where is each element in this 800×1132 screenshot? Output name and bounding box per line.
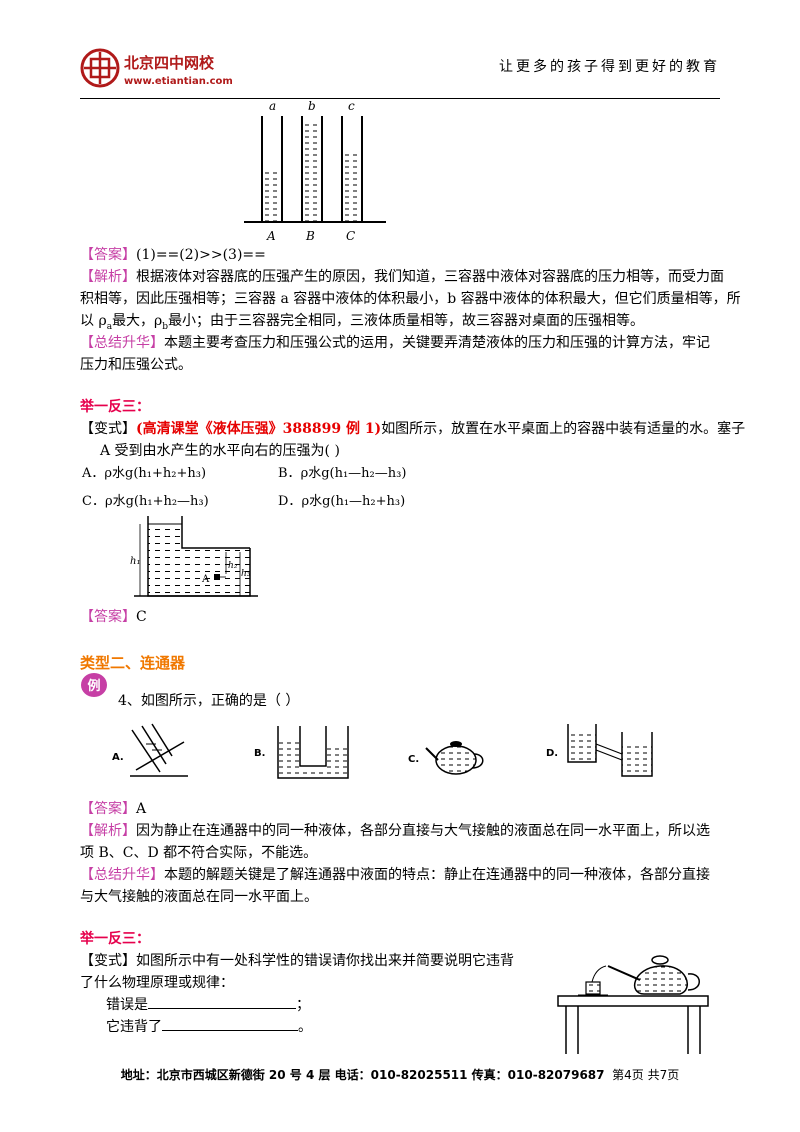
type2-heading: 类型二、连通器 xyxy=(80,654,186,672)
variant3-heading: 举一反三： xyxy=(80,399,150,415)
option-d: D．ρ水g(h₁—h₂+h₃) xyxy=(278,494,406,509)
q4-summary-1: 【总结升华】本题的解题关键是了解连通器中液面的特点：静止在连通器中的同一种液体，… xyxy=(80,867,710,883)
variant4-heading: 举一反三： xyxy=(80,931,150,947)
q3-summary-2: 压力和压强公式。 xyxy=(80,357,192,373)
school-logo: 北京四中网校 www.etiantian.com xyxy=(80,48,280,98)
tube-label-c: c xyxy=(348,99,355,113)
svg-text:C.: C. xyxy=(408,754,419,765)
label-h3: h₃ xyxy=(241,569,251,579)
tube-label-a: a xyxy=(269,99,276,113)
q4-answer: 【答案】A xyxy=(80,801,147,817)
q4-figure-b: B. xyxy=(254,726,349,779)
label-plug-A: A xyxy=(201,574,210,585)
option-c: C．ρ水g(h₁+h₂—h₃) xyxy=(82,494,209,509)
label-h2: h₂ xyxy=(228,561,238,571)
page-footer: 地址：北京市西城区新德街 20 号 4 层 电话：010-82025511 传真… xyxy=(0,1066,800,1083)
logo-url: www.etiantian.com xyxy=(124,76,233,87)
q4-analysis-1: 【解析】因为静止在连通器中的同一种液体，各部分直接与大气接触的液面总在同一水平面… xyxy=(80,823,710,839)
fill-blank-error: 错误是； xyxy=(106,994,751,1016)
q3-answer: 【答案】(1)==(2)>>(3)== xyxy=(80,247,266,263)
q3-summary-1: 【总结升华】本题主要考查压力和压强公式的运用，关键要弄清楚液体的压力和压强的计算… xyxy=(80,335,710,351)
footer-address: 地址：北京市西城区新德街 20 号 4 层 电话：010-82025511 传真… xyxy=(120,1068,605,1082)
three-tubes-figure: a b c A B C xyxy=(244,99,386,243)
tube-base-C: C xyxy=(346,229,355,243)
blank-line-2[interactable] xyxy=(162,1016,298,1031)
tube-label-b: b xyxy=(308,99,316,113)
variant3-question-1: 【变式】(高清课堂《液体压强》388899 例 1)如图所示，放置在水平桌面上的… xyxy=(80,421,746,437)
container-plug-figure: h₁ A h₂ h₃ xyxy=(130,516,258,597)
q4-figure-a: A. xyxy=(112,723,188,777)
q4-question: 4、如图所示，正确的是（ ） xyxy=(118,693,300,709)
svg-text:B.: B. xyxy=(254,748,265,759)
svg-text:例: 例 xyxy=(87,678,100,694)
svg-text:D.: D. xyxy=(546,748,558,759)
logo-text: 北京四中网校 xyxy=(124,54,215,72)
q4-analysis-2: 项 B、C、D 都不符合实际，不能选。 xyxy=(80,845,318,861)
option-a: A．ρ水g(h₁+h₂+h₃) xyxy=(82,466,207,481)
footer-page: 第4页 共7页 xyxy=(612,1068,680,1082)
label-h1: h₁ xyxy=(130,556,140,567)
tube-base-B: B xyxy=(305,229,315,243)
fill-blank-principle: 它违背了。 xyxy=(106,1016,751,1038)
q3-analysis-1: 【解析】根据液体对容器底的压强产生的原因，我们知道，三容器中液体对容器底的压力相… xyxy=(80,269,724,285)
q4-figure-d: D. xyxy=(546,724,653,777)
teapot-table-figure xyxy=(557,955,709,1054)
q3-analysis-3: 以 ρa最大，ρb最小；由于三容器完全相同，三液体质量相等，故三容器对桌面的压强… xyxy=(80,313,645,332)
example-badge-icon: 例 xyxy=(81,673,107,697)
logo-emblem-icon xyxy=(80,48,120,88)
slogan: 让更多的孩子得到更好的教育 xyxy=(499,59,720,75)
svg-text:A.: A. xyxy=(112,752,124,763)
q3-analysis-2: 积相等，因此压强相等；三容器 a 容器中液体的体积最小，b 容器中液体的体积最大… xyxy=(80,291,741,307)
variant3-answer: 【答案】C xyxy=(80,609,147,625)
header-divider xyxy=(80,98,720,99)
variant4-question-2: 了什么物理原理或规律： xyxy=(80,975,234,991)
q4-summary-2: 与大气接触的液面总在同一水平面上。 xyxy=(80,889,318,905)
blank-line-1[interactable] xyxy=(148,994,296,1009)
q4-figure-c-teapot: C. xyxy=(408,741,484,775)
variant4-question-1: 【变式】如图所示中有一处科学性的错误请你找出来并简要说明它违背 xyxy=(80,953,514,969)
tube-base-A: A xyxy=(266,229,276,243)
option-b: B．ρ水g(h₁—h₂—h₃) xyxy=(278,466,407,481)
variant3-question-2: A 受到由水产生的水平向右的压强为( ) xyxy=(100,443,340,459)
